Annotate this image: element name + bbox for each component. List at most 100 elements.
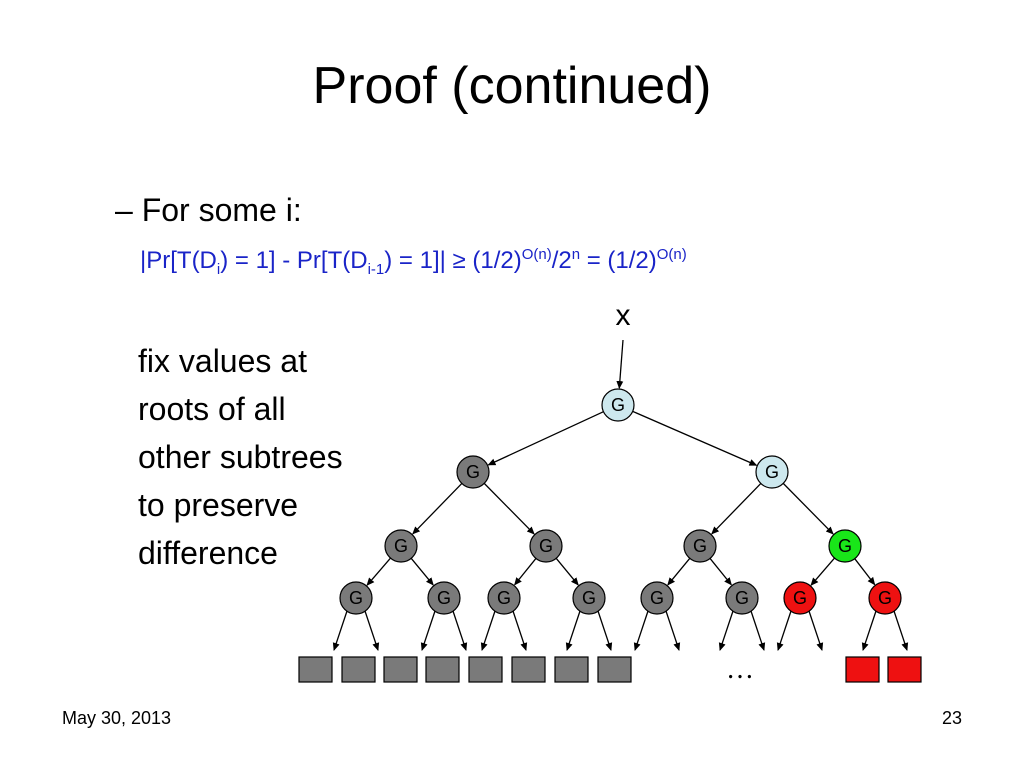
leaf-box (845, 656, 880, 683)
node-label: G (838, 536, 852, 556)
explanation-line: roots of all (138, 391, 286, 427)
tree-edge-arrow (711, 483, 762, 535)
node-label: G (437, 588, 451, 608)
node-circle (783, 581, 817, 615)
tree-edge-arrow (782, 482, 834, 535)
node-circle (683, 529, 717, 563)
explanation-line: fix values at (138, 343, 307, 379)
slide-title: Proof (continued) (312, 57, 712, 115)
formula-subscript: i (216, 260, 221, 278)
tree-node-l3-8: G (868, 581, 902, 615)
tree-node-l1-right: G (755, 455, 789, 489)
leaf-box (597, 656, 632, 683)
tree-node-l3-1: G (339, 581, 373, 615)
leaf-box (511, 656, 546, 683)
leaf-box (554, 656, 589, 683)
tree-edge-arrow (633, 610, 649, 651)
tree-node-l2-2: G (529, 529, 563, 563)
node-circle (640, 581, 674, 615)
formula-part: (1/2) (465, 247, 522, 274)
tree-edge-arrow (514, 558, 537, 586)
formula-subscript: i-1 (367, 260, 385, 278)
node-circle (572, 581, 606, 615)
tree-edge-arrow (808, 610, 824, 651)
node-label: G (693, 536, 707, 556)
tree-node-l3-6: G (725, 581, 759, 615)
leaf-box (425, 656, 460, 683)
tree-node-l3-3: G (487, 581, 521, 615)
tree-edge-arrow (750, 610, 766, 651)
tree-node-l3-7: G (783, 581, 817, 615)
explanation-line: difference (138, 535, 278, 571)
tree-edge-arrow (420, 610, 436, 651)
leaf-box (341, 656, 376, 683)
ellipsis: … (726, 654, 754, 685)
node-label: G (650, 588, 664, 608)
footer-date: May 30, 2013 (62, 708, 172, 728)
node-circle (339, 581, 373, 615)
leaf-box (887, 656, 922, 683)
node-label: G (349, 588, 363, 608)
leaf-boxes (298, 656, 922, 683)
tree-edge-arrow (893, 610, 909, 651)
node-label: G (793, 588, 807, 608)
node-label: G (878, 588, 892, 608)
node-circle (427, 581, 461, 615)
tree-edge-arrow (667, 557, 691, 586)
node-circle (529, 529, 563, 563)
tree-node-root: G (601, 388, 635, 422)
tree-edge-arrow (487, 411, 604, 466)
tree-node-l1-left: G (456, 455, 490, 489)
node-label: G (611, 395, 625, 415)
tree-edge-arrow (665, 610, 681, 651)
formula-part: ) = 1] - Pr[T(D (220, 247, 368, 274)
tree-node-l2-1: G (384, 529, 418, 563)
node-label: G (735, 588, 749, 608)
node-circle (384, 529, 418, 563)
tree-node-l2-3: G (683, 529, 717, 563)
tree-edge-arrow (555, 557, 579, 586)
tree-edge-arrow (332, 610, 348, 651)
node-label: G (539, 536, 553, 556)
tree-node-l2-4: G (828, 529, 862, 563)
formula-part: /2 (551, 247, 572, 274)
explanation-line: to preserve (138, 487, 299, 523)
formula-superscript: n (571, 246, 581, 263)
tree-edge-arrow (410, 557, 434, 586)
tree-edge-arrow (364, 610, 380, 651)
formula-part: = (1/2) (580, 247, 657, 274)
explanation-text: fix values at roots of all other subtree… (138, 337, 343, 577)
leaf-box (298, 656, 333, 683)
tree-node-l3-2: G (427, 581, 461, 615)
node-label: G (466, 462, 480, 482)
page-number: 23 (941, 708, 962, 728)
bullet-text: – For some i: (115, 192, 302, 228)
tree-edge-arrow (483, 482, 535, 535)
tree-edge-arrow (861, 610, 877, 651)
tree-edge-arrow (709, 558, 732, 586)
tree-edge-arrow (810, 557, 836, 586)
tree-edge-arrow (632, 410, 758, 466)
tree-edge-arrow (616, 339, 624, 390)
leaf-box (468, 656, 503, 683)
explanation-line: other subtrees (138, 439, 343, 475)
node-label: G (765, 462, 779, 482)
node-circle (755, 455, 789, 489)
input-x-label: x (616, 299, 631, 332)
node-circle (601, 388, 635, 422)
probability-formula: |Pr[T(Di) = 1] - Pr[T(Di-1) = 1]| ≥ (1/2… (140, 246, 687, 278)
tree-node-l3-5: G (640, 581, 674, 615)
tree-edge-arrow (565, 610, 581, 651)
formula-superscript: O(n) (656, 246, 687, 263)
tree-edge-arrow (412, 483, 463, 535)
formula-superscript: O(n) (521, 246, 552, 263)
node-circle (456, 455, 490, 489)
node-circle (828, 529, 862, 563)
node-label: G (394, 536, 408, 556)
tree-edge-arrow (597, 610, 613, 651)
tree-edge-arrow (366, 557, 392, 586)
tree-edge-arrow (854, 558, 876, 586)
tree-edge-arrow (452, 610, 468, 651)
